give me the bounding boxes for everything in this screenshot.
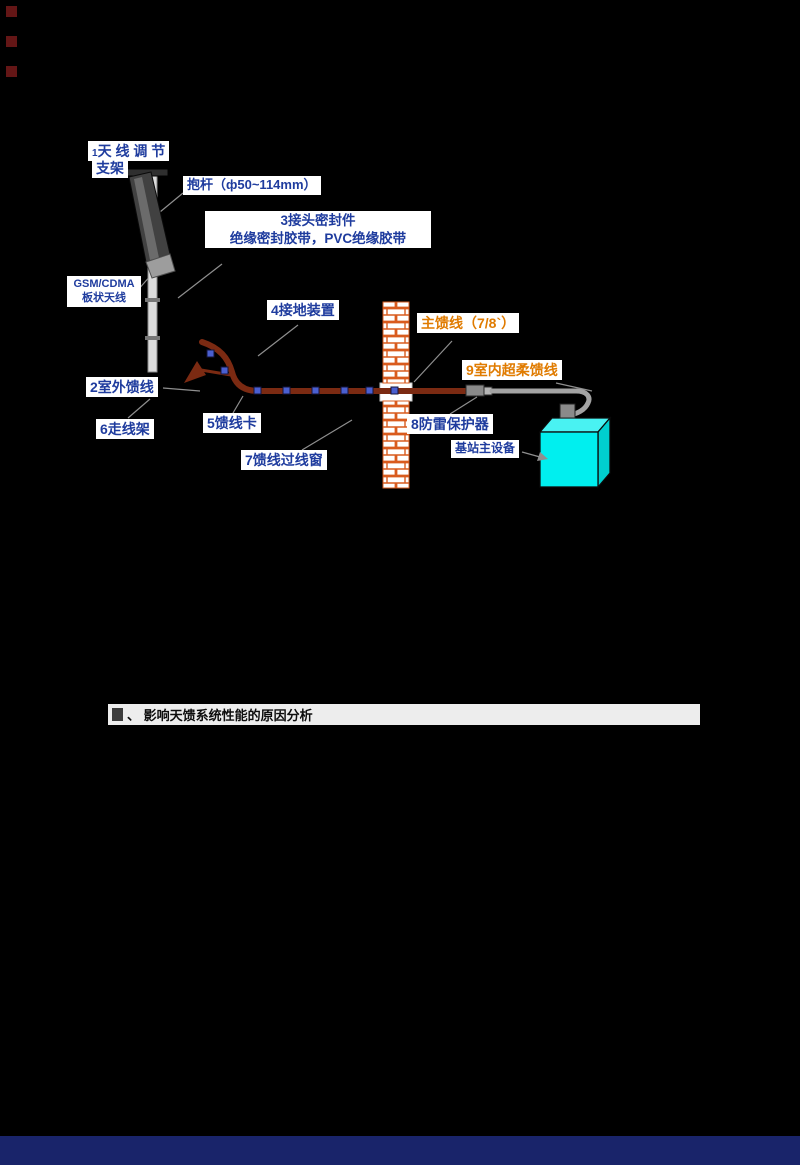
label-panel-antenna-line1: GSM/CDMA [73,278,135,290]
label-outdoor-feeder: 2室外馈线 [86,377,158,398]
label-antenna-bracket: 1天 线 调 节 [88,141,170,162]
label-connector-sealing-line1: 3接头密封件 [280,213,356,228]
outdoor-feeder-cable [199,339,473,394]
feeder-clamps [206,349,399,395]
bts-pointer-arrow [521,451,548,461]
bottom-bar [0,1136,800,1165]
section-heading: 、 影响天馈系统性能的原因分析 [127,708,313,723]
label-connector-sealing: 3接头密封件 绝缘密封胶带，PVC绝缘胶带 [205,211,431,249]
bts-equipment-box [538,416,612,489]
label-antenna-bracket-line2: 支架 [92,158,128,179]
label-feeder-clamp: 5馈线卡 [203,413,261,434]
callout-lines [127,192,593,451]
section-heading-band: 、 影响天馈系统性能的原因分析 [108,704,700,725]
panel-antenna [128,171,176,279]
label-connector-sealing-line2: 绝缘密封胶带，PVC绝缘胶带 [229,230,407,246]
decorative-marker [6,36,17,47]
label-panel-antenna-line2: 板状天线 [82,292,126,305]
label-cable-tray: 6走线架 [96,419,154,440]
label-antenna-bracket-text: 天 线 调 节 [97,143,166,159]
label-main-feeder: 主馈线（7/8`） [417,313,520,334]
label-panel-antenna: GSM/CDMA 板状天线 [67,276,141,307]
building-wall [382,301,410,489]
label-pole: 抱杆（ф50~114mm） [183,176,321,195]
label-bts-equipment: 基站主设备 [451,440,520,458]
label-grounding: 4接地装置 [267,300,339,321]
decorative-marker [6,66,17,77]
label-antenna-bracket-number: 1 [92,148,98,159]
label-indoor-feeder: 9室内超柔馈线 [462,360,562,381]
indoor-jumper-cable [489,388,592,418]
equipment-connector [559,403,576,419]
decorative-marker [6,6,17,17]
heading-bullet [112,708,123,721]
lightning-arrester [465,384,493,397]
label-arrester: 8防雷保护器 [407,414,493,435]
label-feeder-window: 7馈线过线窗 [241,450,327,471]
